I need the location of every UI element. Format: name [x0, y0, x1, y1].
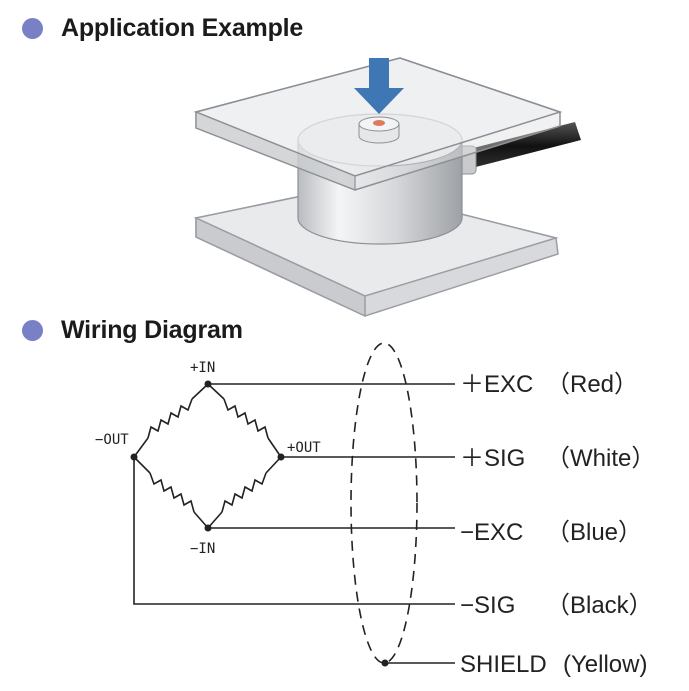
wire-signal-label: SHIELD [460, 651, 547, 678]
bridge-wire [191, 383, 209, 400]
wire-color-label: （Red） [546, 371, 638, 398]
junction-dot [204, 524, 212, 532]
label-plus-in: +IN [190, 360, 215, 376]
wire-signal-label: −EXC [460, 519, 523, 546]
sensing-button [358, 116, 400, 144]
bullet-icon [22, 320, 43, 341]
load-arrow-icon [354, 58, 404, 114]
label-minus-in: −IN [190, 541, 215, 557]
wire-color-label: (Yellow) [563, 651, 647, 678]
wire-signal-label: ＋EXC [460, 371, 533, 398]
application-example-heading: Application Example [22, 14, 303, 43]
wiring-diagram-heading: Wiring Diagram [22, 316, 243, 345]
label-minus-out: −OUT [95, 432, 129, 448]
bullet-icon [22, 18, 43, 39]
junction-dot [277, 453, 285, 461]
resistor-icon [223, 398, 269, 439]
shield-ellipse [350, 342, 418, 664]
wiring-diagram-title: Wiring Diagram [61, 316, 243, 344]
wire-color-label: （White） [546, 445, 655, 472]
resistor-icon [221, 472, 267, 513]
bridge-wire [267, 437, 282, 458]
bridge-wire [265, 456, 282, 474]
resistor-icon [149, 472, 195, 513]
resistor-icon [147, 398, 193, 439]
bridge-wire [207, 511, 223, 529]
bridge-wire [193, 511, 209, 529]
wire-color-label: （Black） [546, 592, 653, 619]
wire-color-label: （Blue） [546, 519, 642, 546]
junction-dot [381, 659, 389, 667]
bridge-wire [133, 456, 151, 474]
application-example-title: Application Example [61, 14, 304, 42]
label-plus-out: +OUT [287, 440, 321, 456]
wire-signal-label: ＋SIG [460, 445, 525, 472]
wire-minus-sig [133, 457, 455, 605]
wire-signal-label: −SIG [460, 592, 515, 619]
junction-dot [204, 380, 212, 388]
bridge-wire [207, 383, 225, 400]
bridge-wire [133, 437, 149, 458]
junction-dot [130, 453, 138, 461]
